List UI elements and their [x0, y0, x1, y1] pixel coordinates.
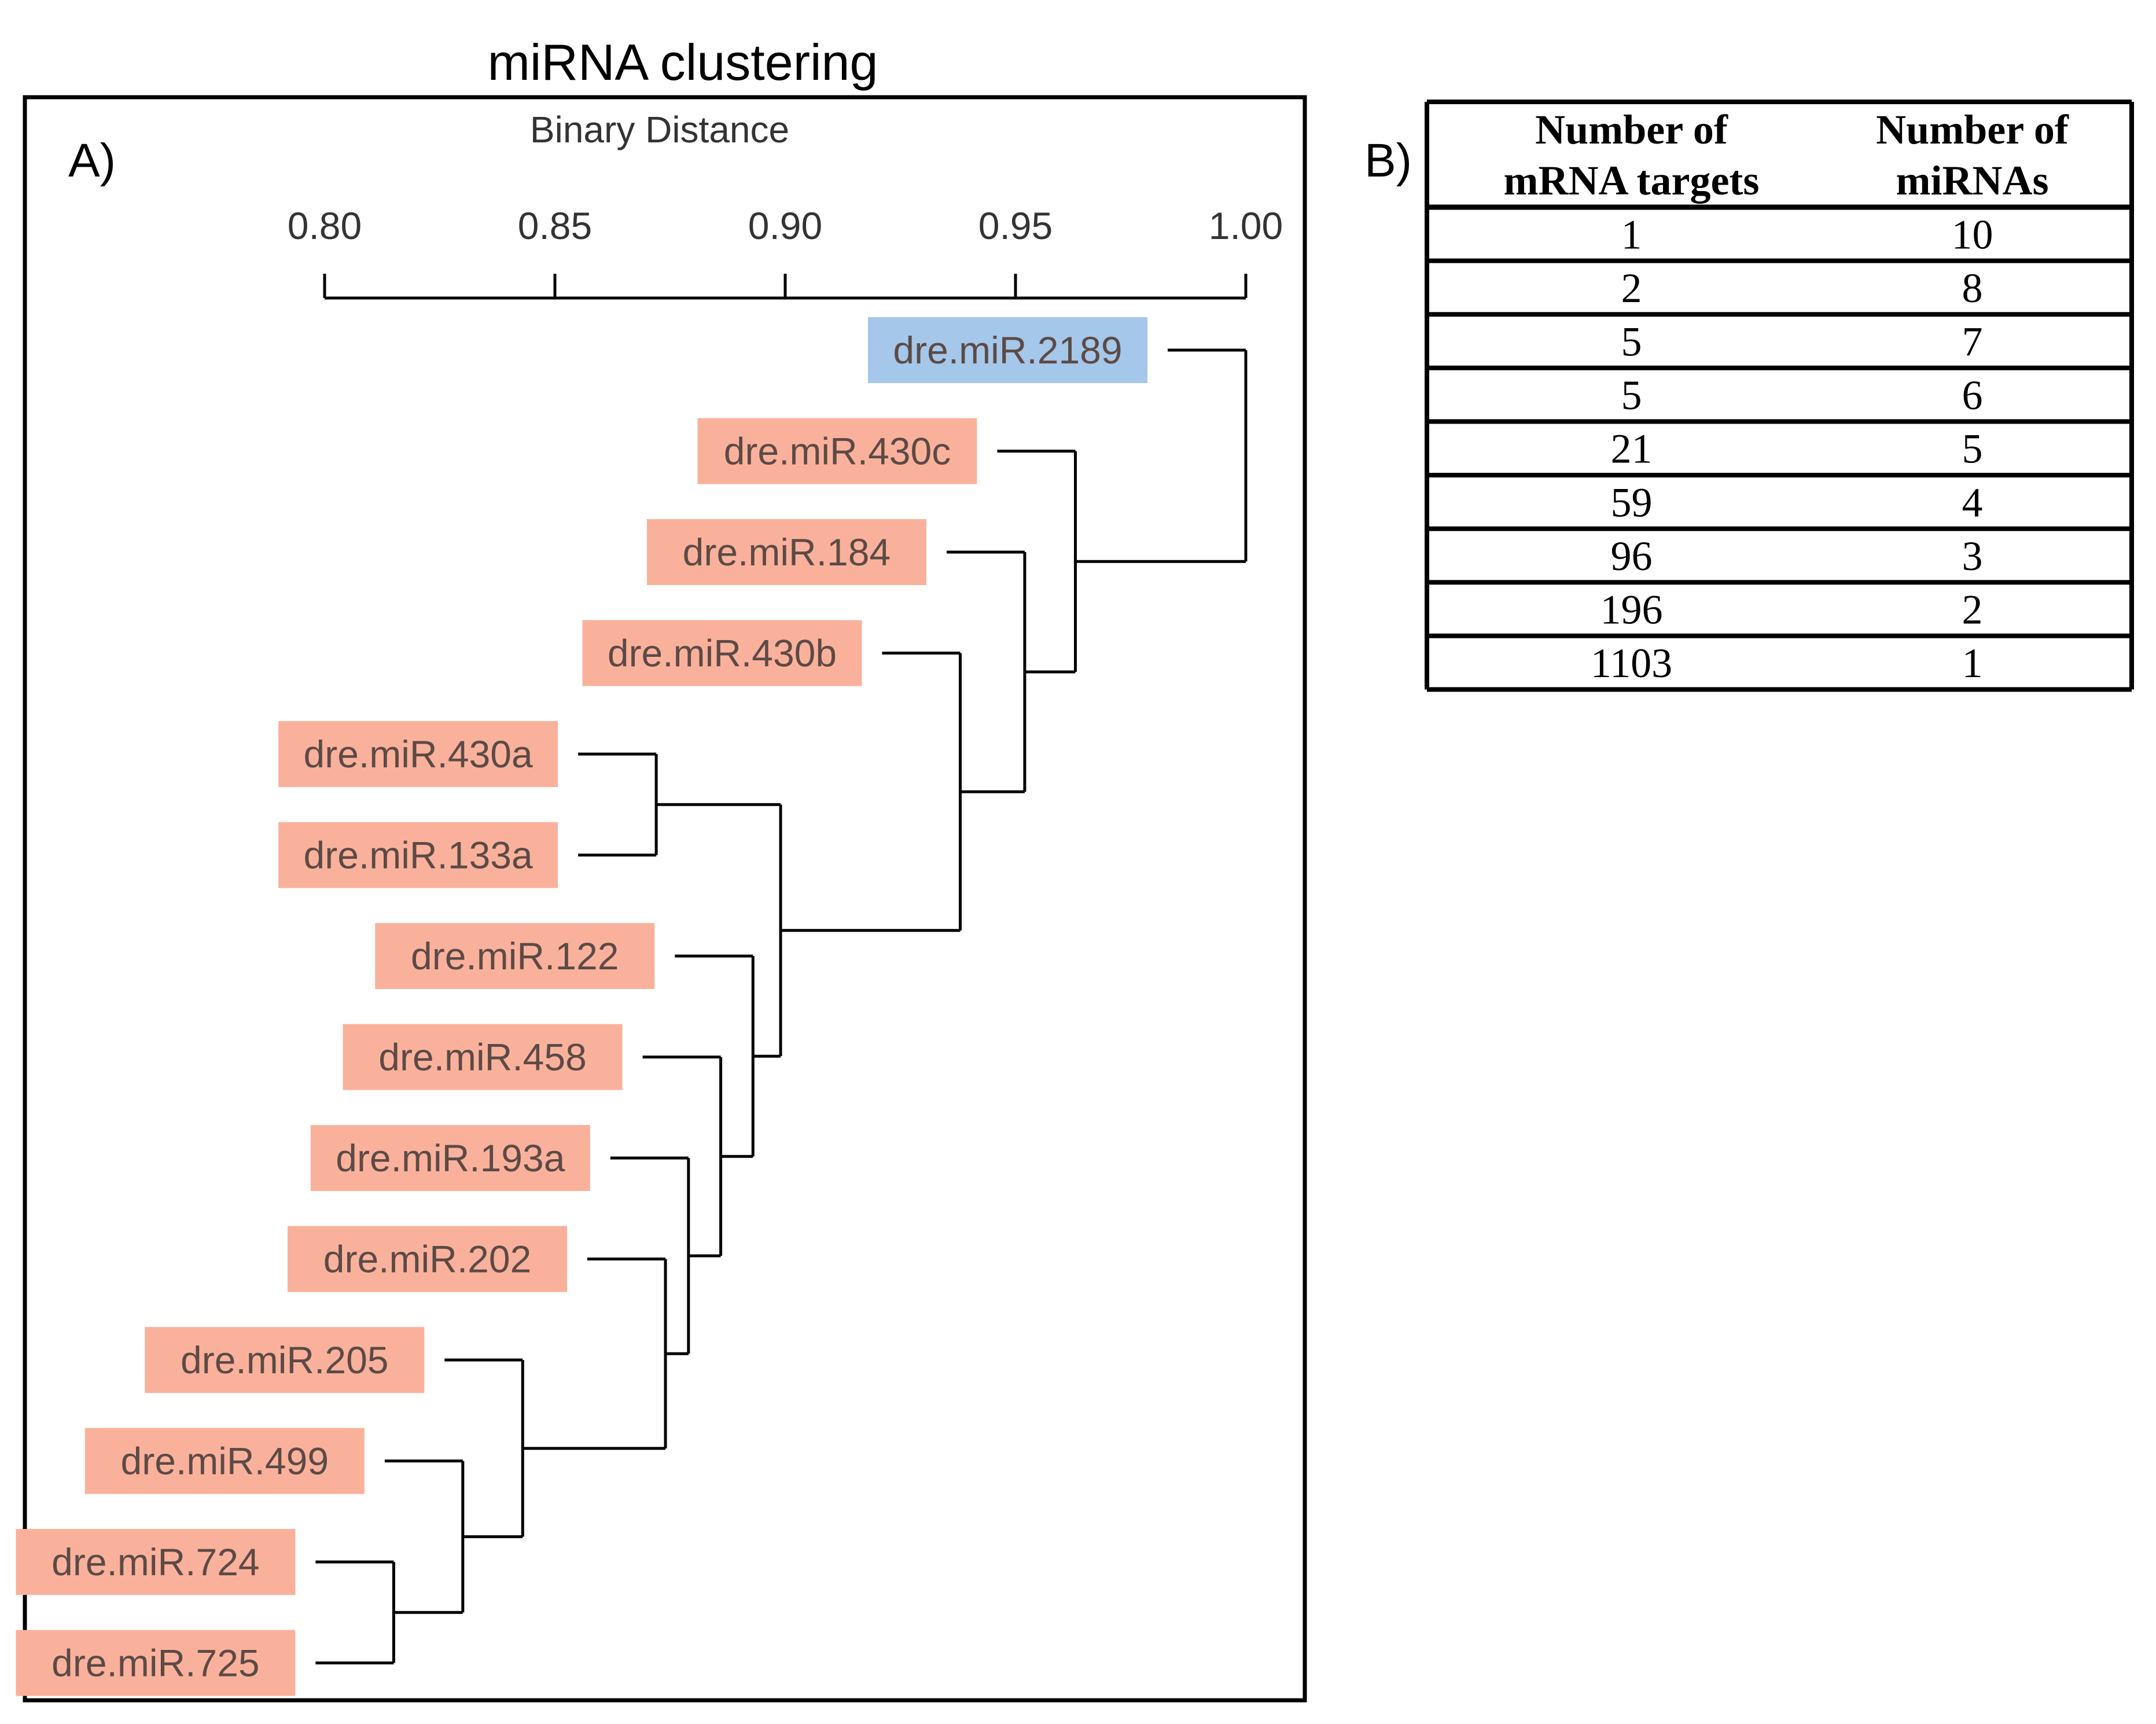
table-cell-mirnas: 7	[1962, 319, 1983, 365]
leaf-label-dre-mir-724: dre.miR.724	[51, 1541, 260, 1583]
table-cell-targets: 196	[1601, 587, 1663, 633]
table-cell-targets: 1	[1621, 211, 1642, 258]
leaf-label-dre-mir-2189: dre.miR.2189	[893, 329, 1122, 372]
dendrogram-frame	[23, 95, 1307, 1703]
leaf-box-dre-mir-724	[16, 1529, 296, 1595]
leaf-box-dre-mir-725	[16, 1630, 296, 1696]
x-axis: 0.80 0.85 0.90 0.95 1.00	[288, 204, 1283, 300]
table-cell-mirnas: 6	[1962, 372, 1983, 418]
dendrogram-branches	[315, 348, 1248, 1664]
x-tick-label: 0.85	[518, 204, 592, 247]
leaf-box-dre-mir-184	[646, 519, 926, 585]
table-cell-mirnas: 1	[1962, 640, 1983, 686]
table-cell-targets: 21	[1611, 426, 1653, 472]
x-tick-label: 0.80	[288, 204, 362, 247]
leaf-box-dre-mir-122	[375, 923, 655, 989]
x-tick-label: 0.90	[748, 204, 822, 247]
table-cell-mirnas: 8	[1962, 265, 1983, 311]
leaf-label-dre-mir-202: dre.miR.202	[323, 1238, 532, 1281]
leaf-box-dre-mir-430a	[278, 721, 558, 787]
leaf-label-dre-mir-133a: dre.miR.133a	[304, 834, 533, 877]
panel-a-label: A)	[68, 134, 116, 187]
table-cell-mirnas: 10	[1952, 211, 1993, 258]
leaf-label-dre-mir-725: dre.miR.725	[51, 1642, 260, 1685]
leaf-box-dre-mir-430c	[697, 418, 977, 484]
table-cell-targets: 96	[1611, 533, 1653, 579]
table-cell-mirnas: 3	[1962, 533, 1983, 579]
leaf-label-dre-mir-205: dre.miR.205	[181, 1339, 389, 1381]
leaf-label-dre-mir-184: dre.miR.184	[683, 531, 891, 574]
table-cell-mirnas: 2	[1962, 587, 1983, 633]
table-cell-mirnas: 5	[1962, 426, 1983, 472]
leaf-box-dre-mir-205	[145, 1327, 425, 1393]
table-header-cell: Number of	[1535, 106, 1728, 153]
table-header-cell: mRNA targets	[1504, 157, 1760, 204]
table-header-cell: Number of	[1876, 106, 2069, 153]
leaf-label-dre-mir-499: dre.miR.499	[121, 1440, 329, 1483]
leaf-label-dre-mir-430b: dre.miR.430b	[608, 632, 837, 675]
dendrogram-leaves: dre.miR.2189 dre.miR.430c dre.miR.184 dre.m…	[16, 317, 1147, 1696]
table-header-cell: miRNAs	[1896, 157, 2049, 204]
table-cell-targets: 1103	[1591, 640, 1672, 686]
leaf-box-dre-mir-202	[288, 1226, 568, 1292]
leaf-box-dre-mir-458	[343, 1024, 623, 1090]
page-title: miRNA clustering	[488, 34, 878, 91]
x-tick-label: 0.95	[978, 204, 1053, 247]
leaf-box-dre-mir-133a	[278, 822, 558, 888]
table-cell-mirnas: 4	[1962, 479, 1983, 525]
x-axis-title: Binary Distance	[530, 109, 789, 150]
leaf-box-dre-mir-2189	[868, 317, 1147, 383]
leaf-box-dre-mir-193a	[310, 1125, 590, 1191]
leaf-box-dre-mir-499	[84, 1428, 365, 1494]
x-tick-label: 1.00	[1209, 204, 1283, 247]
table-cell-targets: 5	[1621, 372, 1642, 418]
leaf-label-dre-mir-430a: dre.miR.430a	[304, 733, 533, 775]
leaf-label-dre-mir-122: dre.miR.122	[411, 935, 619, 977]
panel-b-label: B)	[1364, 134, 1412, 187]
table-cell-targets: 59	[1611, 479, 1653, 525]
leaf-label-dre-mir-430c: dre.miR.430c	[724, 430, 951, 473]
leaf-box-dre-mir-430b	[582, 620, 862, 686]
table-cell-targets: 5	[1621, 319, 1642, 365]
leaf-label-dre-mir-193a: dre.miR.193a	[336, 1137, 565, 1179]
table-cell-targets: 2	[1621, 265, 1642, 311]
leaf-label-dre-mir-458: dre.miR.458	[378, 1036, 587, 1079]
